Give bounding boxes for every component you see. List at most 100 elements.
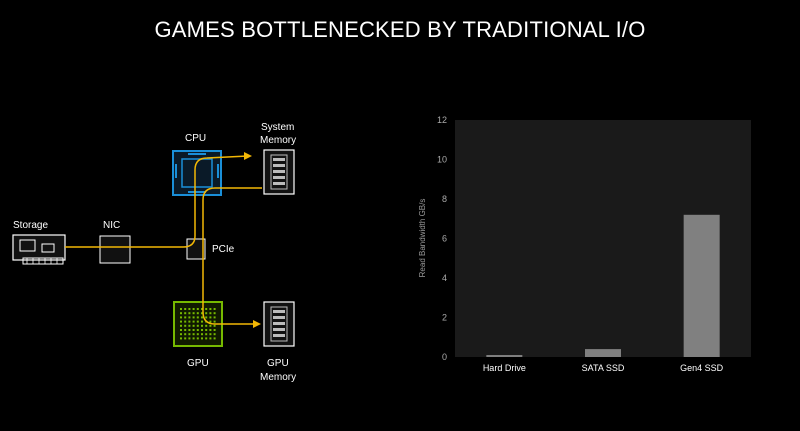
gpu-core-dot (196, 329, 199, 331)
gpu-memory-icon (263, 301, 295, 347)
gpu-core-dot (201, 329, 203, 331)
gpu-core-dot (184, 337, 187, 340)
y-tick-label: 6 (442, 234, 447, 244)
gpu-core-dot (188, 337, 191, 340)
gpu-core-dot (192, 316, 195, 319)
gpu-core-dot (205, 308, 208, 310)
gpu-core-dot (213, 333, 216, 336)
gpu-core-dot (209, 312, 212, 315)
gpu-core-dot (205, 324, 208, 327)
gpu-core-dot (180, 337, 182, 340)
category-label: SATA SSD (582, 363, 625, 373)
y-tick-label: 12 (437, 115, 447, 125)
gpu-core-dot (188, 333, 191, 336)
gpu-core-dot (184, 324, 187, 327)
gpu-core-dot (213, 337, 216, 340)
y-tick-label: 10 (437, 155, 447, 165)
gpu-core-dot (213, 329, 216, 331)
y-tick-label: 2 (442, 313, 447, 323)
gpu-core-dot (184, 329, 187, 331)
data-path-arrows (65, 152, 262, 328)
gpu-core-dot (205, 312, 208, 315)
bandwidth-chart: Read Bandwidth GB/s 0 2 4 6 8 10 12 Hard Drive… (418, 115, 751, 373)
gpu-core-dot (201, 320, 203, 323)
gpu-core-dot (196, 333, 199, 336)
cpu-label: CPU (185, 133, 206, 144)
category-label: Hard Drive (483, 363, 526, 373)
storage-label: Storage (13, 220, 48, 231)
system-memory-icon (263, 149, 295, 195)
gpu-core-dot (213, 320, 216, 323)
gpu-core-dot (180, 312, 182, 315)
gpu-core-dot (192, 308, 195, 310)
gpu-core-dot (213, 308, 216, 310)
gpu-core-dot (180, 324, 182, 327)
nic-box (99, 235, 131, 264)
gpu-core-dot (209, 316, 212, 319)
gpu-core-dot (184, 308, 187, 310)
gpu-core-dot (209, 324, 212, 327)
gpu-core-dot (192, 312, 195, 315)
gpu-core-dot (213, 312, 216, 315)
gpu-memory-label-line1: GPU (267, 358, 289, 369)
gpu-core-dot (180, 333, 182, 336)
bar-sata-ssd (585, 349, 621, 357)
gpu-core-dot (205, 329, 208, 331)
gpu-core-dot (192, 320, 195, 323)
gpu-memory-label-line2: Memory (260, 372, 296, 383)
gpu-core-dot (184, 312, 187, 315)
gpu-core-dot (196, 308, 199, 310)
gpu-core-dot (201, 308, 203, 310)
system-memory-label-line1: System (261, 122, 294, 133)
y-tick-label: 8 (442, 194, 447, 204)
gpu-core-dot (201, 337, 203, 340)
gpu-core-dot (184, 333, 187, 336)
gpu-core-dot (188, 316, 191, 319)
gpu-core-dot (201, 324, 203, 327)
gpu-label: GPU (187, 358, 209, 369)
gpu-core-dot (213, 316, 216, 319)
pcie-label: PCIe (212, 244, 235, 255)
gpu-core-dot (196, 324, 199, 327)
y-axis-label: Read Bandwidth GB/s (418, 199, 427, 278)
gpu-core-dot (192, 329, 195, 331)
io-architecture-diagram: Storage NIC CPU System Memory PCIe (12, 122, 296, 383)
gpu-core-dot (180, 308, 182, 310)
nic-label: NIC (103, 220, 120, 231)
gpu-core-dot (192, 333, 195, 336)
gpu-core-dot (196, 316, 199, 319)
gpu-core-dot (209, 320, 212, 323)
gpu-core-dot (209, 337, 212, 340)
gpu-core-dot (188, 320, 191, 323)
gpu-core-dot (184, 320, 187, 323)
cpu-chip-icon (172, 150, 222, 196)
gpu-core-dot (205, 316, 208, 319)
gpu-core-dot (209, 329, 212, 331)
gpu-core-dot (180, 329, 182, 331)
gpu-core-dot (205, 333, 208, 336)
y-tick-label: 0 (442, 352, 447, 362)
gpu-core-dot (180, 316, 182, 319)
gpu-core-dot (213, 324, 216, 327)
gpu-core-dot (188, 324, 191, 327)
bar-gen4-ssd (683, 214, 720, 357)
gpu-core-dot (201, 316, 203, 319)
category-label: Gen4 SSD (680, 363, 724, 373)
gpu-core-dot (188, 308, 191, 310)
gpu-core-dot (196, 312, 199, 315)
gpu-core-dot (196, 320, 199, 323)
gpu-core-dot (180, 320, 182, 323)
gpu-core-dot (192, 337, 195, 340)
gpu-core-dot (196, 337, 199, 340)
gpu-core-dot (201, 333, 203, 336)
gpu-core-dot (201, 312, 203, 315)
storage-device-icon (12, 234, 66, 265)
gpu-core-dot (188, 329, 191, 331)
gpu-core-dot (188, 312, 191, 315)
gpu-core-dot (184, 316, 187, 319)
gpu-core-dot (209, 308, 212, 310)
gpu-core-dot (192, 324, 195, 327)
bar-hard-drive (486, 355, 523, 357)
y-tick-label: 4 (442, 273, 447, 283)
